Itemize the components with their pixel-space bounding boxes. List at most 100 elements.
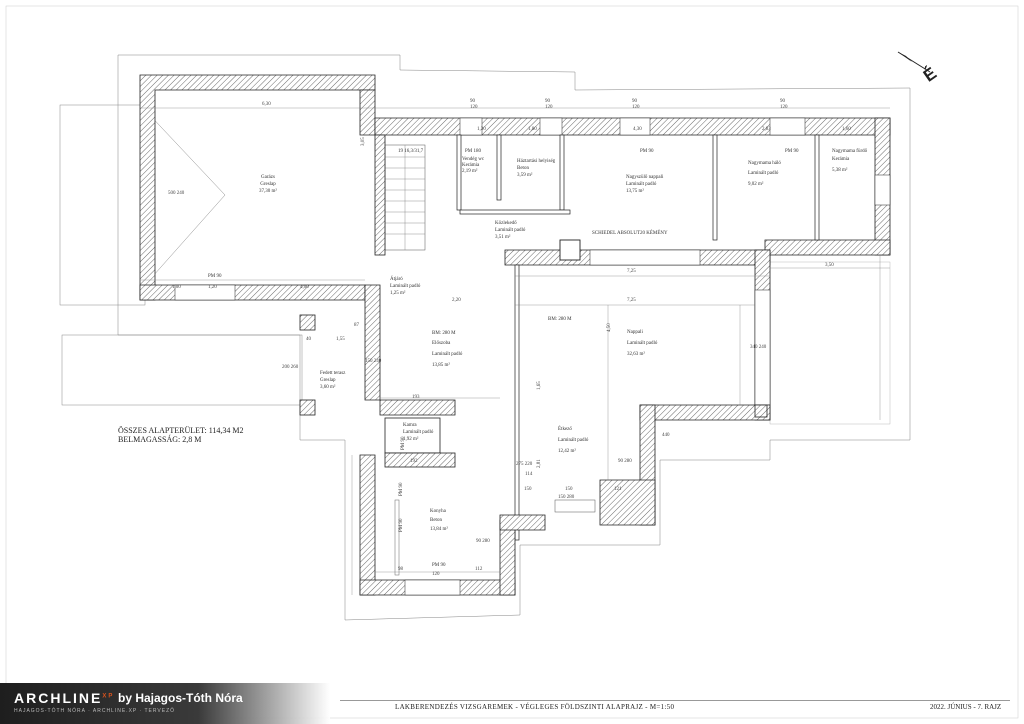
svg-text:1,55: 1,55 [336, 337, 345, 342]
stair-steps [385, 145, 425, 250]
svg-text:PM 90: PM 90 [640, 149, 654, 154]
garage-wall [139, 74, 376, 301]
svg-text:90: 90 [470, 99, 476, 104]
svg-text:440: 440 [662, 433, 670, 438]
svg-text:Greslap: Greslap [320, 378, 336, 383]
svg-text:200 260: 200 260 [282, 365, 299, 370]
dining-door [554, 499, 596, 513]
wall-bath [814, 134, 820, 241]
svg-text:13,84 m²: 13,84 m² [430, 526, 448, 532]
stair-wall [374, 134, 386, 256]
wall-corridor [459, 209, 571, 215]
north-window-4 [769, 117, 806, 136]
svg-text:150 240: 150 240 [365, 359, 382, 364]
svg-text:Közlekedő: Közlekedő [495, 221, 517, 226]
east-lower-wall [764, 239, 891, 256]
drawing-date: 2022. JÚNIUS - 7. RAJZ [930, 703, 1002, 711]
kitchen-west-wall [359, 454, 376, 596]
svg-text:192: 192 [410, 459, 418, 464]
area-summary: ÖSSZES ALAPTERÜLET: 114,34 M2 BELMAGASSÁ… [118, 426, 244, 444]
svg-text:3,05: 3,05 [361, 137, 366, 146]
svg-text:Vendég wc: Vendég wc [462, 157, 485, 162]
svg-text:Laminált padló: Laminált padló [558, 438, 589, 443]
svg-text:32,63 m²: 32,63 m² [627, 351, 645, 357]
svg-text:Előszoba: Előszoba [432, 341, 451, 346]
room-label-passage: Átjáró Laminált padló 1,25 m² [390, 276, 421, 296]
svg-text:3,60 m²: 3,60 m² [320, 384, 336, 390]
svg-text:13,75 m²: 13,75 m² [626, 188, 644, 194]
svg-text:120: 120 [470, 105, 478, 110]
terrace-column [299, 314, 316, 331]
pm-kitchen-side: PM 90 [399, 518, 404, 532]
footer-logo-bar [0, 683, 330, 724]
svg-text:7,25: 7,25 [627, 269, 636, 274]
svg-text:2,83: 2,83 [762, 127, 771, 132]
svg-text:Étkező: Étkező [558, 426, 572, 432]
chimney-label: SCHIEDEL ABSOLUT20 KÉMÉNY [592, 230, 668, 236]
svg-text:193: 193 [412, 395, 420, 400]
svg-text:Beton: Beton [517, 166, 529, 171]
room-label-terrace: Fedett terasz Greslap 3,60 m² [320, 371, 346, 390]
svg-text:13,85 m²: 13,85 m² [432, 362, 450, 368]
svg-text:1,20: 1,20 [208, 285, 217, 290]
svg-text:PM 180: PM 180 [465, 149, 481, 154]
east-window [874, 174, 891, 206]
svg-text:150: 150 [565, 487, 573, 492]
lobby-south-wall [379, 399, 456, 416]
garage-wall-right [359, 89, 376, 136]
driveway-arrow [144, 109, 226, 286]
dimension-texts: 6,30 1,00 1,20 4,00 3,05 500 240 1,20 1,… [168, 99, 851, 577]
svg-text:Konyha: Konyha [430, 509, 447, 514]
svg-text:90 280: 90 280 [476, 539, 490, 544]
north-symbol: É [920, 64, 940, 86]
chimney-box [559, 239, 581, 261]
svg-text:Beton: Beton [430, 518, 442, 523]
svg-text:Nagymama fürdő: Nagymama fürdő [832, 149, 868, 154]
north-arrow [897, 51, 931, 73]
svg-text:3,51 m²: 3,51 m² [495, 234, 511, 240]
svg-text:2,81: 2,81 [537, 459, 542, 468]
svg-text:114: 114 [525, 472, 533, 477]
room-label-living: BM: 280 M Nappali Laminált padló 32,63 m… [548, 317, 658, 357]
svg-text:Laminált padló: Laminált padló [495, 228, 526, 233]
svg-text:120: 120 [780, 105, 788, 110]
terrace-area [61, 334, 303, 406]
svg-text:Átjáró: Átjáró [390, 276, 403, 282]
svg-text:Laminált padló: Laminált padló [390, 284, 421, 289]
room-label-kitchen: Konyha Beton 13,84 m² [430, 509, 448, 532]
room-label-grand-living: PM 90 Nagyszülő nappali Laminált padló 1… [626, 149, 664, 194]
wall-util [496, 134, 502, 201]
room-label-utility: Háztartási helyiség Beton 3,59 m² [517, 159, 556, 178]
room-label-corridor: Közlekedő Laminált padló 3,51 m² [495, 221, 526, 240]
lobby-west-wall [364, 284, 381, 401]
author-name: by Hajagos-Tóth Nóra [118, 691, 243, 705]
svg-text:90: 90 [780, 99, 786, 104]
svg-text:2,19 m²: 2,19 m² [462, 168, 478, 174]
svg-text:1,00: 1,00 [172, 285, 181, 290]
terrace-column-3 [754, 404, 768, 418]
pm-kitchen-door: PM 90 [399, 482, 404, 496]
stairs-label: 19 16,3/31,7 [398, 149, 424, 154]
wall-bed [712, 134, 718, 241]
logo-subline: HAJAGOS-TÓTH NÓRA · ARCHLINE.XP · TERVEZ… [14, 708, 176, 714]
total-area: ÖSSZES ALAPTERÜLET: 114,34 M2 [118, 426, 244, 435]
svg-text:3,59 m²: 3,59 m² [517, 172, 533, 178]
svg-text:120: 120 [432, 572, 440, 577]
pm-pantry: PM 90 [401, 436, 406, 450]
svg-text:150: 150 [524, 487, 532, 492]
svg-text:40: 40 [306, 337, 312, 342]
site-outline [117, 54, 911, 621]
svg-text:4,00: 4,00 [300, 285, 309, 290]
title-block [340, 700, 1010, 717]
kitchen-window [404, 579, 461, 596]
room-label-grand-bedroom: PM 90 Nagymama háló Laminált padló 9,02 … [748, 149, 799, 187]
logo-badge: XP [102, 693, 115, 700]
garage-bottom-gap [174, 284, 236, 301]
dining-south-wall [599, 479, 656, 526]
svg-text:7,25: 7,25 [627, 298, 636, 303]
dining-wall [639, 404, 771, 421]
svg-text:275 220: 275 220 [516, 462, 533, 467]
svg-text:1,65: 1,65 [537, 381, 542, 390]
pm-garage: PM 90 [208, 274, 222, 279]
